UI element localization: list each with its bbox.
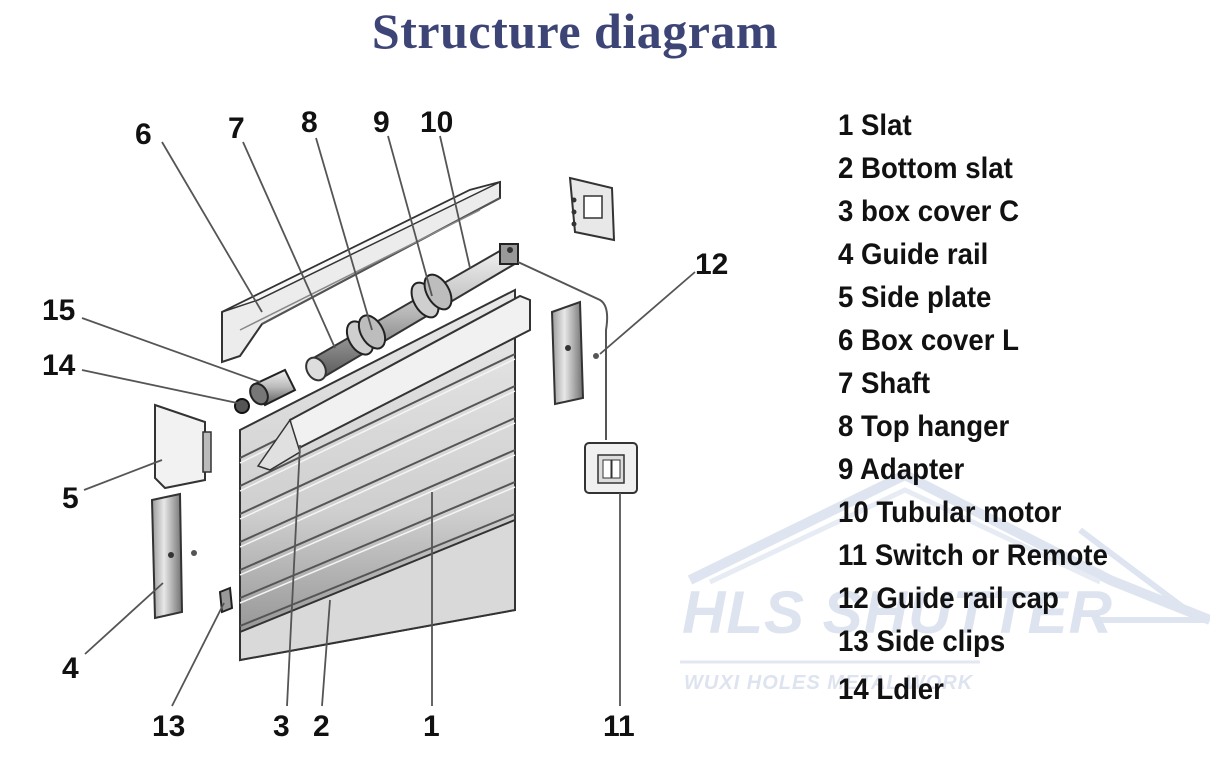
callout-10: 10 (420, 106, 453, 139)
callout-4: 4 (62, 652, 79, 685)
legend-item-7: 7 Shaft (838, 367, 931, 400)
legend-item-6: 6 Box cover L (838, 324, 1020, 357)
watermark-company-text: WUXI HOLES METAL WORK (684, 672, 974, 694)
legend-item-10: 10 Tubular motor (838, 496, 1062, 529)
callout-2: 2 (313, 710, 330, 743)
motor-cable (517, 261, 609, 440)
idler-bearing-part (234, 398, 250, 414)
legend-item-4: 4 Guide rail (838, 238, 989, 271)
callout-15: 15 (42, 294, 75, 327)
callout-11: 11 (603, 710, 635, 743)
idler-end-part (249, 368, 297, 407)
guide-rail-right-part (550, 300, 599, 406)
callout-7: 7 (228, 112, 245, 145)
legend-item-1: 1 Slat (838, 109, 912, 142)
shutter-exploded-diagram: 6 7 8 9 10 12 15 14 5 4 13 3 2 1 11 (42, 106, 728, 743)
legend-item-12: 12 Guide rail cap (838, 582, 1059, 615)
legend-item-9: 9 Adapter (838, 453, 965, 486)
diagram-title: Structure diagram (371, 3, 779, 59)
legend-item-11: 11 Switch or Remote (838, 539, 1108, 572)
box-cover-l-part (221, 180, 501, 364)
shaft-motor-part (305, 243, 520, 382)
callout-9: 9 (373, 106, 390, 139)
side-plate-part (154, 403, 212, 490)
legend-item-5: 5 Side plate (838, 281, 992, 314)
slat-curtain-part (239, 288, 531, 662)
legend-item-2: 2 Bottom slat (838, 152, 1013, 185)
callout-5: 5 (62, 482, 79, 515)
watermark-brand-text: HLS SHUTTER (682, 579, 1113, 646)
legend-item-14: 14 Ldler (838, 673, 944, 706)
legend-item-8: 8 Top hanger (838, 410, 1010, 443)
parts-legend: 1 Slat 2 Bottom slat 3 box cover C 4 Gui… (838, 104, 1131, 711)
callout-13: 13 (152, 710, 185, 743)
callout-14: 14 (42, 349, 76, 382)
callout-3: 3 (273, 710, 290, 743)
wall-switch-part (584, 442, 638, 494)
leader-lines (81, 135, 696, 707)
legend-item-3: 3 box cover C (838, 195, 1020, 228)
legend-item-13: 13 Side clips (838, 625, 1006, 658)
callout-12: 12 (695, 248, 728, 281)
guide-rail-left-part (150, 492, 197, 620)
callout-8: 8 (301, 106, 318, 139)
wall-bracket-part (568, 176, 616, 242)
callout-1: 1 (423, 710, 440, 743)
callout-6: 6 (135, 118, 152, 151)
house-watermark-logo (680, 470, 1210, 664)
